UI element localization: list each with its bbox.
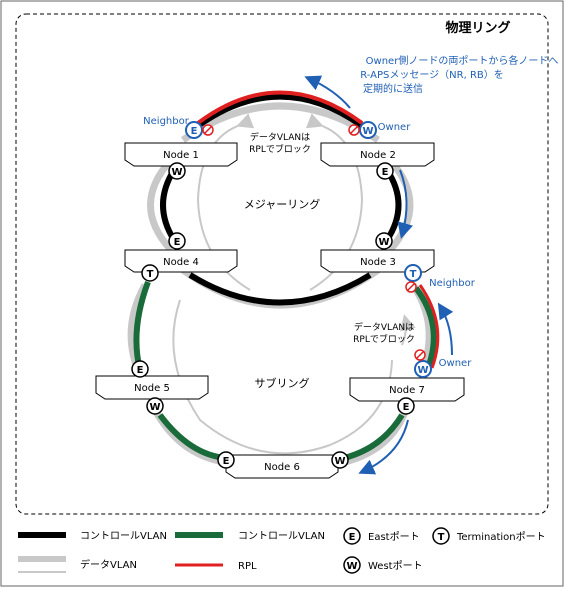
svg-text:E: E bbox=[349, 532, 356, 543]
node3-west-port: W bbox=[375, 232, 393, 250]
block-note-major-2: RPLでブロック bbox=[249, 143, 311, 155]
legend-west-icon: W bbox=[343, 556, 361, 574]
raps-note-line-3: 定期的に送信 bbox=[363, 82, 423, 95]
block-note-sub-2: RPLでブロック bbox=[353, 333, 415, 345]
svg-text:T: T bbox=[147, 269, 154, 280]
raps-arrow-sub-up bbox=[437, 302, 454, 356]
major-control-top bbox=[193, 93, 367, 131]
node5-west-port: W bbox=[146, 397, 164, 415]
node7-west-port: W bbox=[414, 360, 432, 378]
svg-text:E: E bbox=[137, 365, 144, 376]
raps-arrow-top bbox=[304, 75, 351, 109]
major-ring-label: メジャーリング bbox=[244, 197, 320, 211]
node7-block-icon bbox=[414, 349, 426, 361]
svg-text:W: W bbox=[378, 237, 389, 248]
sub-control-right-top bbox=[413, 286, 437, 370]
node-1-label: Node 1 bbox=[163, 150, 199, 161]
legend-data-label: データVLAN bbox=[80, 558, 137, 571]
major-data-left bbox=[147, 157, 174, 253]
block-note-major-1: データVLANは bbox=[250, 131, 310, 143]
major-control-right bbox=[384, 168, 402, 242]
raps-arrow-sub-down bbox=[358, 419, 409, 475]
neighbor-major-label: Neighbor bbox=[143, 116, 190, 127]
node4-east-port: E bbox=[168, 232, 186, 250]
diagram-title: 物理リング bbox=[445, 20, 510, 36]
owner-major-label: Owner bbox=[378, 122, 412, 133]
svg-text:E: E bbox=[403, 402, 410, 413]
sub-inner-arrow bbox=[400, 314, 416, 346]
raps-arrow-right bbox=[397, 169, 413, 239]
legend-rpl-label: RPL bbox=[238, 561, 257, 572]
major-control-bottom bbox=[188, 272, 372, 306]
node5-east-port: E bbox=[131, 360, 149, 378]
owner-sub-label: Owner bbox=[439, 358, 473, 369]
node3-block-icon bbox=[405, 281, 417, 293]
major-data-right bbox=[387, 157, 414, 253]
node-1: Node 1 bbox=[124, 142, 238, 167]
neighbor-sub-label: Neighbor bbox=[429, 278, 476, 289]
legend-west-label: Westポート bbox=[368, 560, 423, 572]
sub-control-right-bottom bbox=[343, 413, 405, 461]
legend-control-black-label: コントロールVLAN bbox=[80, 531, 167, 542]
legend-east-label: Eastポート bbox=[368, 531, 420, 543]
node7-east-port: E bbox=[397, 397, 415, 415]
legend-east-icon: E bbox=[343, 527, 361, 545]
node4-termination-port: T bbox=[141, 264, 159, 282]
raps-note-line-1: Owner側ノードの両ポートから各ノードへ bbox=[366, 54, 559, 67]
block-note-sub-1: データVLANは bbox=[354, 321, 414, 333]
sub-inner-loop bbox=[172, 299, 393, 455]
legend-termination-label: Terminationポート bbox=[456, 531, 546, 543]
node-4: Node 4 bbox=[124, 249, 238, 273]
node1-block-icon bbox=[202, 124, 214, 136]
node-6-label: Node 6 bbox=[264, 462, 300, 473]
node-2-label: Node 2 bbox=[360, 150, 396, 161]
node-4-label: Node 4 bbox=[163, 257, 199, 268]
svg-text:W: W bbox=[346, 561, 357, 572]
legend-termination-icon: T bbox=[432, 527, 450, 545]
major-control-left bbox=[160, 168, 177, 242]
node-6: Node 6 bbox=[225, 454, 339, 479]
svg-text:E: E bbox=[382, 167, 389, 178]
node6-east-port: E bbox=[217, 451, 235, 469]
physical-ring-boundary bbox=[15, 13, 549, 515]
node3-termination-port: T bbox=[404, 264, 422, 282]
node1-west-port: W bbox=[168, 162, 186, 180]
legend: コントロールVLAN コントロールVLAN データVLAN RPL E East… bbox=[18, 527, 546, 574]
svg-text:E: E bbox=[223, 456, 230, 467]
node-3-label: Node 3 bbox=[360, 257, 396, 268]
raps-note-line-2: R-APSメッセージ（NR, RB）を bbox=[360, 69, 504, 81]
sub-rpl bbox=[418, 284, 440, 369]
node-7-label: Node 7 bbox=[389, 385, 425, 396]
svg-text:E: E bbox=[191, 126, 198, 137]
node-5-label: Node 5 bbox=[134, 383, 170, 394]
node-7: Node 7 bbox=[349, 377, 465, 402]
node-3: Node 3 bbox=[320, 249, 435, 273]
node-5: Node 5 bbox=[95, 375, 209, 400]
node6-west-port: W bbox=[331, 451, 349, 469]
svg-text:W: W bbox=[417, 365, 428, 376]
legend-control-green-label: コントロールVLAN bbox=[238, 531, 325, 542]
node-2: Node 2 bbox=[320, 142, 435, 167]
svg-text:W: W bbox=[149, 402, 160, 413]
node1-east-port: E bbox=[185, 121, 203, 139]
node2-west-port: W bbox=[359, 121, 377, 139]
major-rpl bbox=[196, 90, 364, 125]
svg-text:T: T bbox=[438, 532, 445, 543]
node2-block-icon bbox=[348, 124, 360, 136]
sub-ring-label: サブリング bbox=[255, 376, 310, 390]
svg-text:W: W bbox=[334, 456, 345, 467]
svg-text:E: E bbox=[174, 237, 181, 248]
svg-text:W: W bbox=[362, 126, 373, 137]
svg-text:W: W bbox=[171, 167, 182, 178]
svg-text:T: T bbox=[410, 269, 417, 280]
node2-east-port: E bbox=[376, 162, 394, 180]
